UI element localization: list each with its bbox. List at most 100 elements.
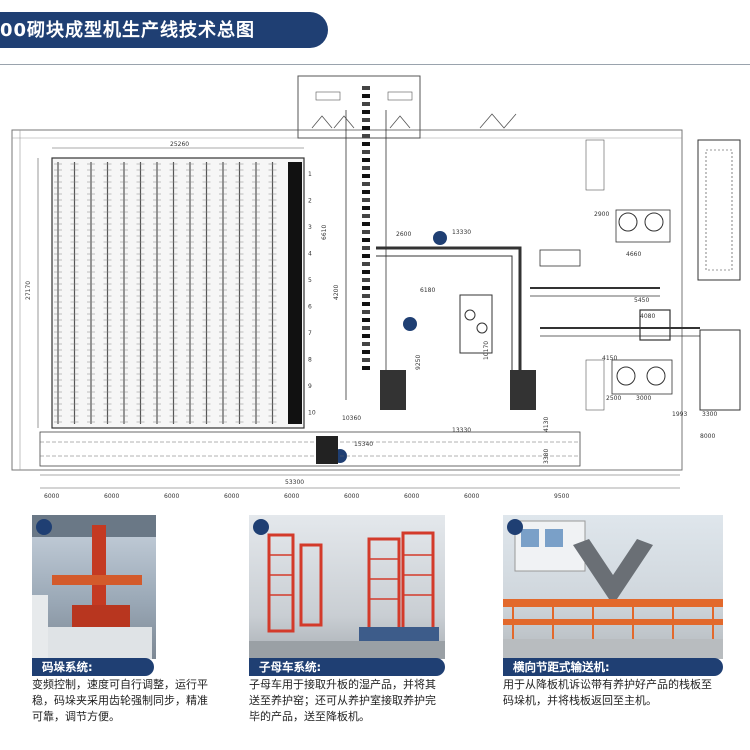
conveyor-segment: [362, 126, 370, 130]
top-equipment-block: [297, 75, 421, 139]
conveyor-segment: [362, 230, 370, 234]
conveyor-segment: [362, 246, 370, 250]
transfer-line: [376, 246, 522, 370]
photo-ferry-car-system: [249, 515, 445, 659]
conveyor-segment: [362, 302, 370, 306]
dim-total: 53300: [285, 479, 304, 486]
conveyor-segment: [362, 358, 370, 362]
conveyor-segment: [362, 222, 370, 226]
conveyor-segment: [362, 342, 370, 346]
dim-right: 5450: [634, 297, 649, 304]
curing-kiln: [51, 157, 305, 429]
conveyor-segment: [362, 102, 370, 106]
photo-stacking-system: [32, 515, 156, 659]
conveyor-segment: [362, 142, 370, 146]
rack-number: 6: [308, 304, 312, 311]
rack-number: 3: [308, 224, 312, 231]
conveyor-segment: [362, 206, 370, 210]
rack-number: 4: [308, 251, 312, 258]
dim-right: 4660: [626, 251, 641, 258]
dim-right: 4080: [640, 313, 655, 320]
conveyor-segment: [362, 182, 370, 186]
caption-transverse-conveyor: 横向节距式输送机:: [503, 658, 723, 676]
desc-line: 毕的产品，送至降板机。: [249, 710, 370, 723]
dim-bottom: 6000: [224, 493, 239, 500]
dim-bottom: 6000: [404, 493, 419, 500]
main-machine: [380, 370, 406, 410]
vertical-conveyor: [362, 86, 370, 370]
conveyor-segment: [362, 134, 370, 138]
conveyor-segment: [362, 94, 370, 98]
desc-line: 用于从降板机诉讼带有养护好产品的栈板至: [503, 678, 712, 691]
conveyor-segment: [362, 150, 370, 154]
right-storage: [697, 139, 741, 281]
conveyor-segment: [362, 190, 370, 194]
conveyor-segment: [362, 158, 370, 162]
dim-top-width: 25260: [170, 141, 189, 148]
dim-bottom: 6000: [284, 493, 299, 500]
conveyor-segment: [362, 366, 370, 370]
dim-mid: 10360: [342, 415, 361, 422]
dim-bottom: 6000: [164, 493, 179, 500]
dim-mid: 4200: [333, 285, 340, 300]
panel-badge: [507, 519, 523, 535]
dim-right: 3300: [702, 411, 717, 418]
conveyor-segment: [362, 278, 370, 282]
dim-mid: 2600: [396, 231, 411, 238]
desc-line: 送至养护窑；还可从养护室接取养护完: [249, 694, 436, 707]
dim-mid: 6180: [420, 287, 435, 294]
dim-left-height: 27170: [25, 281, 32, 300]
conveyor-segment: [362, 270, 370, 274]
rack-number: 2: [308, 198, 312, 205]
dim-right: 2500: [606, 395, 621, 402]
caption-ferry-car: 子母车系统:: [249, 658, 445, 676]
building-outline: [11, 129, 683, 471]
dim-right: 2900: [594, 211, 609, 218]
conveyor-segment: [362, 286, 370, 290]
dim-mid: 10170: [483, 341, 490, 360]
rack-number: 5: [308, 277, 312, 284]
dim-bottom: 6000: [464, 493, 479, 500]
dim-mid: 9250: [415, 355, 422, 370]
conveyor-segment: [362, 86, 370, 90]
caption-stacking: 码垛系统:: [32, 658, 154, 676]
conveyor-segment: [362, 118, 370, 122]
panel-badge: [36, 519, 52, 535]
dim-bottom: 6000: [44, 493, 59, 500]
dim-right: 8000: [700, 433, 715, 440]
desc-line: 稳，码垛夹采用齿轮强制同步，精准: [32, 694, 208, 707]
conveyor-segment: [362, 110, 370, 114]
conveyor-segment: [362, 214, 370, 218]
conveyor-segment: [362, 238, 370, 242]
mid-dims: 6610 4200 2600 13330 6180 10170 9250 10360 13330…: [321, 225, 550, 464]
conveyor-segment: [362, 174, 370, 178]
marker-dot: [433, 231, 447, 245]
bottom-conveyor: [39, 431, 581, 467]
dim-mid: 13330: [452, 229, 471, 236]
marker-dot: [403, 317, 417, 331]
desc-stacking: 变频控制，速度可自行调整，运行平 稳，码垛夹采用齿轮强制同步，精准 可靠，调节方…: [32, 677, 232, 725]
dim-mid: 15340: [354, 441, 373, 448]
rack-number: 10: [308, 410, 316, 417]
rack-number: 8: [308, 357, 312, 364]
rack-number: 9: [308, 383, 312, 390]
dim-bottom: 6000: [344, 493, 359, 500]
desc-line: 可靠，调节方便。: [32, 710, 120, 723]
desc-ferry-car: 子母车用于接取升板的湿产品，并将其 送至养护窑；还可从养护室接取养护完 毕的产品…: [249, 677, 464, 725]
conveyor-segment: [362, 310, 370, 314]
dim-mid: 13330: [452, 427, 471, 434]
page-title: 00砌块成型机生产线技术总图: [0, 20, 256, 41]
rack-number: 7: [308, 330, 312, 337]
conveyor-segment: [362, 294, 370, 298]
conveyor-segment: [362, 334, 370, 338]
panel-badge: [253, 519, 269, 535]
dim-mid: 6610: [321, 225, 328, 240]
conveyor-segment: [362, 198, 370, 202]
dim-right: 3000: [636, 395, 651, 402]
conveyor-segment: [362, 166, 370, 170]
conveyor-segment: [362, 326, 370, 330]
photo-transverse-conveyor: [503, 515, 723, 659]
